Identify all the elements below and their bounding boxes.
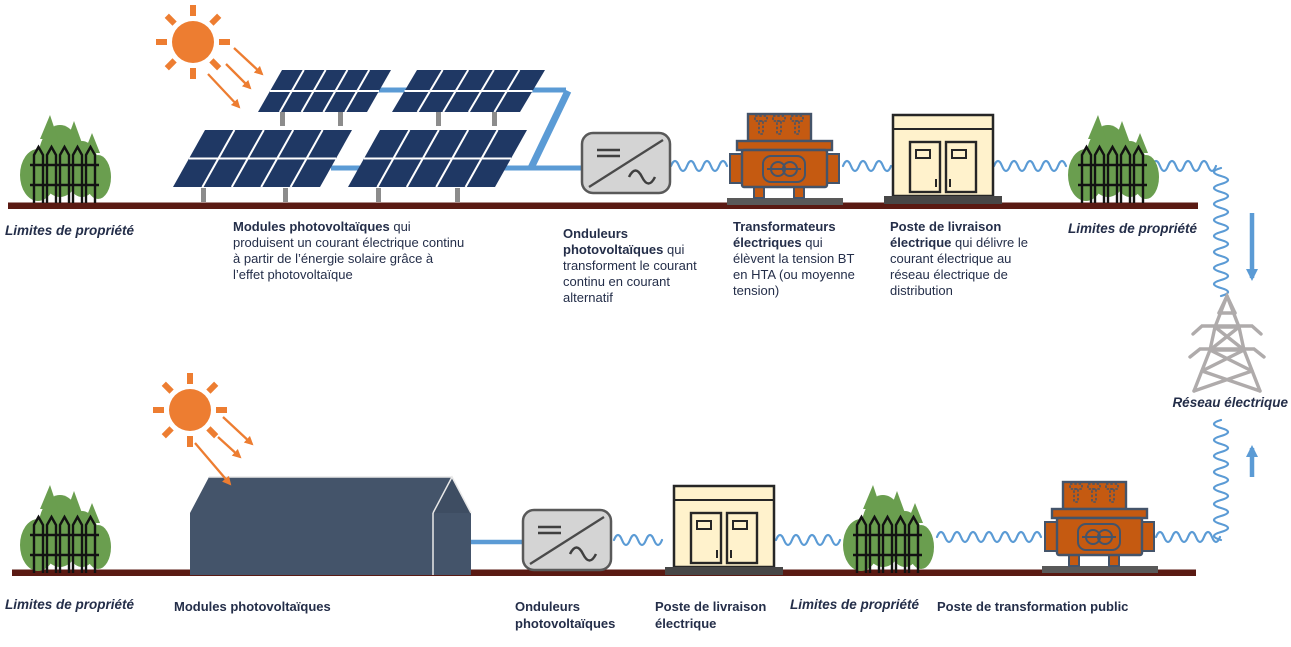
ground-line-top <box>8 202 1198 209</box>
ground-line-bottom <box>12 569 1196 576</box>
transformer-public-bottom <box>1040 480 1160 575</box>
warehouse-building <box>190 475 472 575</box>
ac-wavy-lines <box>612 159 1230 547</box>
label-limites-top-left: Limites de propriété <box>5 223 135 238</box>
label-onduleurs-desc: Onduleurs photovoltaïques qui transforme… <box>563 226 697 305</box>
transformer-top <box>725 112 845 207</box>
label-limites-top-right: Limites de propriété <box>1068 221 1198 236</box>
pv-panel-arrays <box>173 69 545 512</box>
property-fence-bottom-left <box>18 483 113 575</box>
label-poste-livraison-desc: Poste de livraison électrique qui délivr… <box>890 219 1029 298</box>
property-fence-top-left <box>18 113 113 205</box>
label-modules-desc: Modules photovoltaïques qui produisent u… <box>233 219 465 282</box>
label-limites-bottom-mid: Limites de propriété <box>790 597 920 612</box>
label-transformateurs-desc: Transformateurs électriques qui élèvent … <box>733 219 855 298</box>
label-poste-livraison-bottom: Poste de livraison électrique <box>655 599 767 631</box>
sun-top <box>156 5 230 79</box>
property-fence-top-right <box>1066 113 1161 205</box>
delivery-substation-top <box>882 113 1004 206</box>
inverter-top <box>580 131 672 195</box>
sunlight-arrows-top <box>207 47 264 109</box>
sun-bottom <box>153 373 227 447</box>
sunlight-arrows-bottom <box>194 416 254 486</box>
label-reseau-electrique: Réseau électrique <box>1172 395 1288 410</box>
panel-legs <box>201 112 497 202</box>
property-fence-bottom-mid <box>841 483 936 575</box>
inverter-bottom <box>521 508 613 572</box>
label-limites-bottom-left: Limites de propriété <box>5 597 135 612</box>
label-modules-bottom: Modules photovoltaïques <box>174 599 331 614</box>
label-onduleurs-bottom: Onduleurs photovoltaïques <box>515 599 616 631</box>
label-poste-transformation: Poste de transformation public <box>937 599 1129 614</box>
pylon-icon <box>1188 292 1266 393</box>
delivery-substation-bottom <box>663 484 785 577</box>
